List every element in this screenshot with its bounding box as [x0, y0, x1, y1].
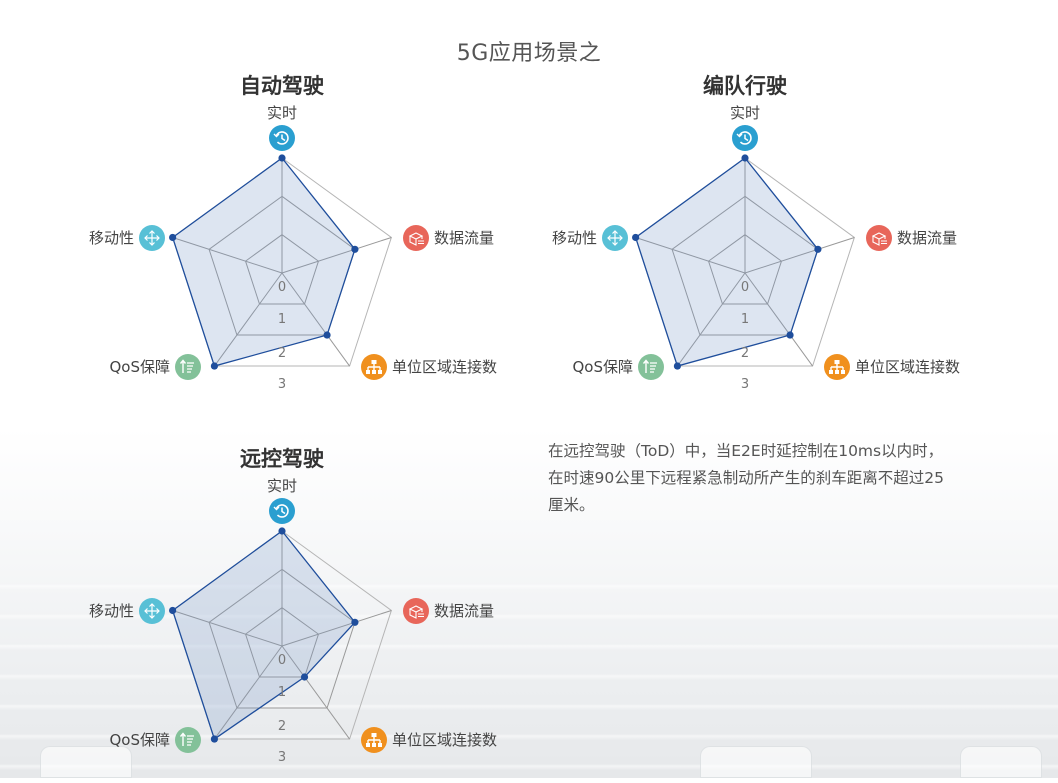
axis-tick-label: 2	[278, 719, 286, 734]
clock-history-icon	[269, 498, 295, 524]
indicator-clock-history: 实时	[267, 477, 297, 524]
radar-grid	[172, 530, 392, 740]
indicator-label: 移动性	[552, 229, 597, 247]
indicator-label: 单位区域连接数	[855, 358, 960, 376]
indicator-package-box: 数据流量	[866, 225, 957, 251]
radar-series	[169, 527, 359, 743]
indicator-label: 单位区域连接数	[392, 358, 497, 376]
package-box-icon	[403, 598, 429, 624]
axis-tick-labels: 0 1 2 3	[278, 653, 286, 765]
indicator-label: 数据流量	[434, 602, 494, 620]
indicator-label: 数据流量	[897, 229, 957, 247]
background-vehicle	[700, 746, 812, 778]
indicator-network-hierarchy: 单位区域连接数	[824, 354, 960, 380]
axis-tick-label: 3	[741, 377, 749, 392]
indicator-sort-list: QoS保障	[572, 354, 664, 380]
page-title: 5G应用场景之	[456, 40, 602, 66]
axis-tick-label: 1	[278, 685, 286, 700]
data-point[interactable]	[169, 233, 177, 242]
background-vehicle	[40, 746, 132, 778]
network-hierarchy-icon	[361, 727, 387, 753]
data-point[interactable]	[814, 245, 822, 253]
background-vehicle	[960, 746, 1042, 778]
indicator-label: 单位区域连接数	[392, 731, 497, 749]
axis-tick-label: 1	[278, 312, 286, 327]
data-point[interactable]	[210, 362, 219, 370]
move-arrows-icon	[139, 598, 165, 624]
data-point[interactable]	[210, 735, 219, 743]
data-point[interactable]	[323, 331, 331, 339]
data-point[interactable]	[169, 606, 177, 615]
clock-history-icon	[269, 125, 295, 151]
axis-tick-label: 1	[741, 312, 749, 327]
indicator-move-arrows: 移动性	[89, 225, 165, 251]
data-point[interactable]	[741, 154, 749, 162]
chart-title: 远控驾驶	[240, 447, 324, 471]
move-arrows-icon	[602, 225, 628, 251]
indicator-package-box: 数据流量	[403, 225, 494, 251]
axis-tick-label: 2	[278, 346, 286, 361]
indicator-label: 移动性	[89, 602, 134, 620]
indicator-move-arrows: 移动性	[552, 225, 628, 251]
data-point[interactable]	[278, 527, 286, 535]
chart-title: 编队行驶	[703, 74, 787, 98]
package-box-icon	[403, 225, 429, 251]
sort-list-icon	[175, 727, 201, 753]
radar-chart-autonomous-driving: 自动驾驶 0 1 2 3 实时数据流量单位区域连接数 QoS保障 移动性	[82, 70, 542, 410]
axis-tick-label: 3	[278, 377, 286, 392]
remote-driving-description: 在远控驾驶（ToD）中，当E2E时延控制在10ms以内时，在时速90公里下远程紧…	[548, 442, 944, 514]
package-box-icon	[866, 225, 892, 251]
indicator-label: 移动性	[89, 229, 134, 247]
indicator-package-box: 数据流量	[403, 598, 494, 624]
clock-history-icon	[732, 125, 758, 151]
data-point[interactable]	[632, 233, 640, 242]
data-point[interactable]	[351, 618, 359, 626]
sort-list-icon	[638, 354, 664, 380]
data-point[interactable]	[300, 673, 309, 681]
radar-chart-remote-driving: 远控驾驶 0 1 2 3 实时数据流量单位区域连接数 QoS保障 移动性	[82, 443, 542, 783]
sort-list-icon	[175, 354, 201, 380]
indicator-label: QoS保障	[109, 731, 170, 749]
indicator-label: 数据流量	[434, 229, 494, 247]
radar-chart-platooning: 编队行驶 0 1 2 3 实时数据流量单位区域连接数 QoS保障 移动性	[545, 70, 1005, 410]
indicator-label: 实时	[730, 104, 760, 122]
indicator-sort-list: QoS保障	[109, 727, 201, 753]
axis-tick-labels: 0 1 2 3	[278, 280, 286, 392]
network-hierarchy-icon	[824, 354, 850, 380]
move-arrows-icon	[139, 225, 165, 251]
data-point[interactable]	[673, 362, 682, 370]
indicator-label: QoS保障	[572, 358, 633, 376]
indicator-move-arrows: 移动性	[89, 598, 165, 624]
indicator-label: QoS保障	[109, 358, 170, 376]
data-point[interactable]	[786, 331, 794, 339]
indicator-label: 实时	[267, 477, 297, 495]
indicator-network-hierarchy: 单位区域连接数	[361, 727, 497, 753]
axis-tick-label: 3	[278, 750, 286, 765]
axis-tick-label: 0	[741, 280, 749, 295]
indicator-sort-list: QoS保障	[109, 354, 201, 380]
chart-title: 自动驾驶	[240, 74, 324, 98]
axis-tick-label: 2	[741, 346, 749, 361]
axis-tick-label: 0	[278, 280, 286, 295]
indicator-clock-history: 实时	[730, 104, 760, 151]
indicator-network-hierarchy: 单位区域连接数	[361, 354, 497, 380]
indicator-clock-history: 实时	[267, 104, 297, 151]
indicator-label: 实时	[267, 104, 297, 122]
axis-tick-label: 0	[278, 653, 286, 668]
axis-tick-labels: 0 1 2 3	[741, 280, 749, 392]
network-hierarchy-icon	[361, 354, 387, 380]
radar-series	[632, 154, 822, 370]
radar-series	[169, 154, 359, 370]
data-point[interactable]	[278, 154, 286, 162]
data-point[interactable]	[351, 245, 359, 253]
